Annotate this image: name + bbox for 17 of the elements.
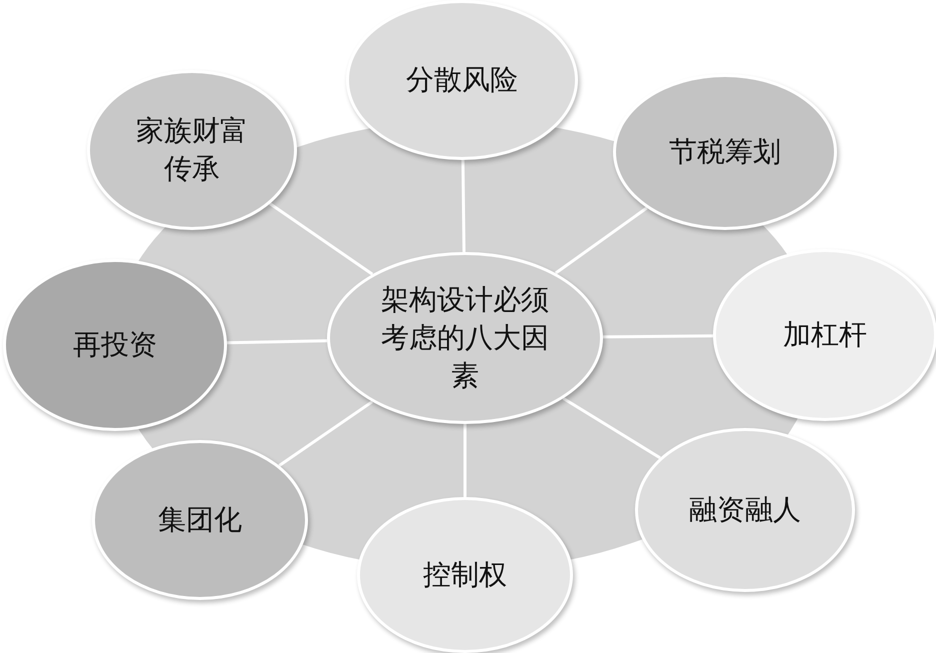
node-label: 家族财富传承 <box>135 113 249 187</box>
node-label: 节税筹划 <box>669 134 781 170</box>
node-label: 加杠杆 <box>783 317 867 354</box>
connector-line <box>602 334 714 338</box>
connector-line <box>562 397 661 460</box>
node-label: 分散风险 <box>406 62 518 98</box>
node-label: 再投资 <box>73 327 157 364</box>
connector-line <box>461 160 466 252</box>
node-label: 融资融人 <box>689 492 801 528</box>
connector-line <box>278 400 374 467</box>
connector-line <box>269 202 374 276</box>
connector-line <box>464 424 466 497</box>
node-label: 控制权 <box>423 557 507 594</box>
node-label: 架构设计必须考虑的八大因素 <box>380 282 550 394</box>
connector-line <box>226 339 328 344</box>
connector-line <box>554 206 648 274</box>
node-label: 集团化 <box>158 502 242 538</box>
